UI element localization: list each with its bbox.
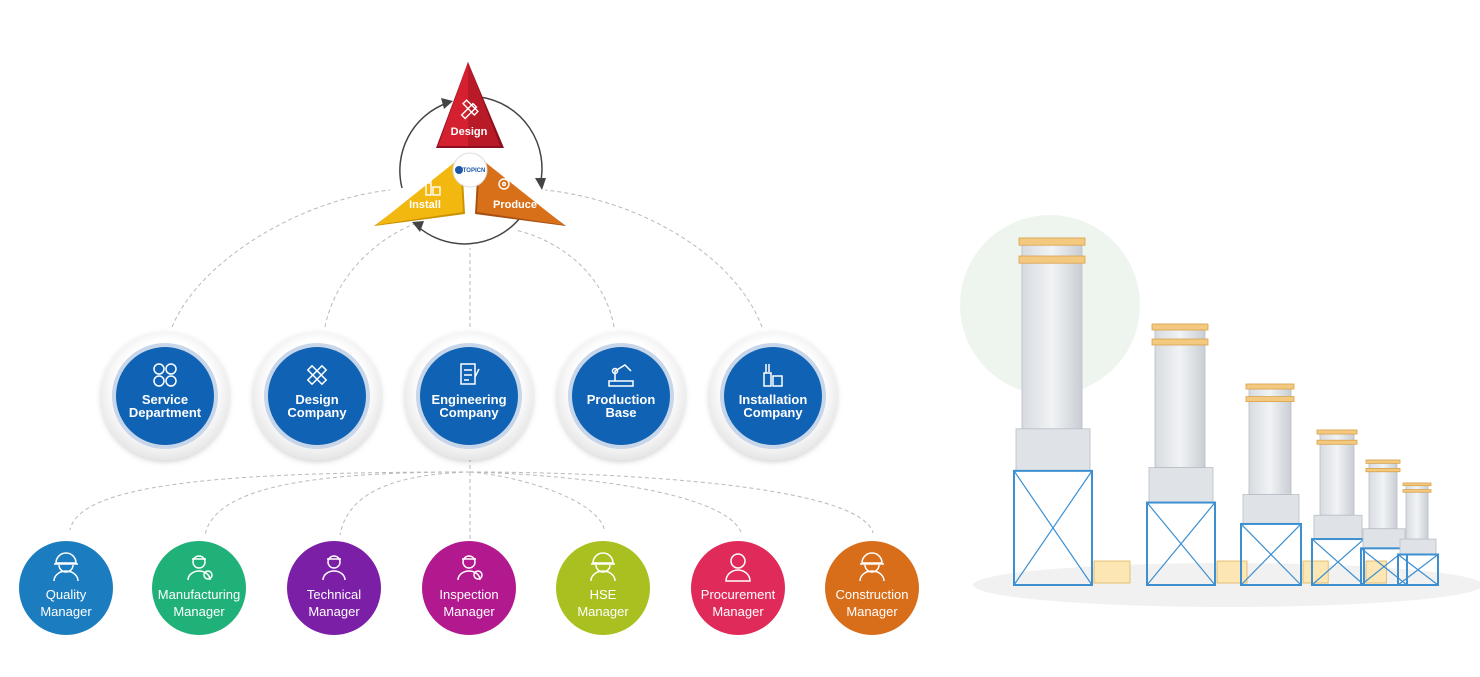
cycle-stage-design: Design [436,62,504,148]
manager-label-line1: Manufacturing [158,587,240,602]
department-label-line1: Service [142,392,188,407]
service-grid-icon [153,363,177,387]
robot-arm-icon [608,364,634,387]
chimney-tower [1013,237,1131,587]
department-label-line2: Base [605,405,636,420]
manager-disc [691,541,785,635]
hand-tools-icon [425,176,441,196]
department-label-line1: Engineering [431,392,506,407]
manager-label-line2: Manager [308,604,360,619]
worker-gear-icon [187,555,213,581]
manager-hse[interactable]: HSE Manager [556,541,650,635]
manager-label-line2: Manager [846,604,898,619]
chimney-tower [1360,459,1408,586]
ruler-pencil-icon [306,364,328,386]
chimney-tower [1311,429,1387,586]
cycle-arrow-left [399,102,448,189]
manager-disc [825,541,919,635]
cycle-connectors [171,189,763,328]
manager-label-line1: Quality [46,587,87,602]
department-label-line2: Company [439,405,499,420]
manager-disc [287,541,381,635]
cycle-stage-label: Install [409,199,441,211]
managers-row: QualityManagerManufacturingManagerTechni… [19,541,919,635]
department-label-line1: Design [295,392,338,407]
chimney-tower [1240,383,1329,587]
arrow-head-icon [412,221,424,232]
cycle-arrow-bottom [415,217,521,245]
cycle-arrow-top-right [479,96,543,186]
departments-row: ServiceDepartmentDesignCompanyEngineerin… [101,332,837,460]
logo-text: TOPICN [463,168,486,174]
person-icon [725,553,751,582]
inspector-gear-icon [457,555,483,581]
hand-tools-icon [763,364,783,387]
cycle-diagram: Design Install Produce [374,62,566,245]
power-plant-chimneys-illustration [960,215,1480,607]
worker-helmet-icon [53,552,79,582]
manager-label-line1: HSE [590,587,617,602]
hard-hat-icon [590,552,616,582]
manager-disc [422,541,516,635]
cycle-stage-produce: Produce [475,158,566,226]
manager-label-line2: Manager [443,604,495,619]
department-label-line1: Production [587,392,656,407]
gear-wrench-icon [498,173,517,190]
document-pen-icon [460,363,480,385]
department-label-line2: Company [287,405,347,420]
construction-worker-icon [859,552,885,582]
department-label-line2: Company [743,405,803,420]
manager-disc [556,541,650,635]
ruler-pencil-icon [460,99,479,120]
department-label-line1: Installation [739,392,808,407]
engineer-icon [322,555,346,581]
manager-label-line2: Manager [173,604,225,619]
department-disc [724,347,822,445]
manager-label-line1: Technical [307,587,361,602]
manager-label-line1: Inspection [439,587,498,602]
manager-label-line2: Manager [577,604,629,619]
manager-disc [19,541,113,635]
manager-connectors [69,458,874,545]
manager-label-line2: Manager [40,604,92,619]
manager-label-line1: Procurement [701,587,776,602]
cycle-stage-install: Install [374,158,465,226]
company-logo: TOPICN [452,152,488,188]
department-disc [420,347,518,445]
department-disc [268,347,366,445]
cycle-stage-label: Produce [493,199,537,211]
manager-label-line2: Manager [712,604,764,619]
arrow-head-icon [535,178,546,190]
manager-disc [152,541,246,635]
cycle-stage-label: Design [451,126,488,138]
arrow-head-icon [441,98,453,109]
department-label-line2: Department [129,405,202,420]
chimney-tower [1146,323,1248,586]
manager-label-line1: Construction [836,587,909,602]
department-disc [572,347,670,445]
chimney-tower [1397,482,1439,586]
department-disc [116,347,214,445]
